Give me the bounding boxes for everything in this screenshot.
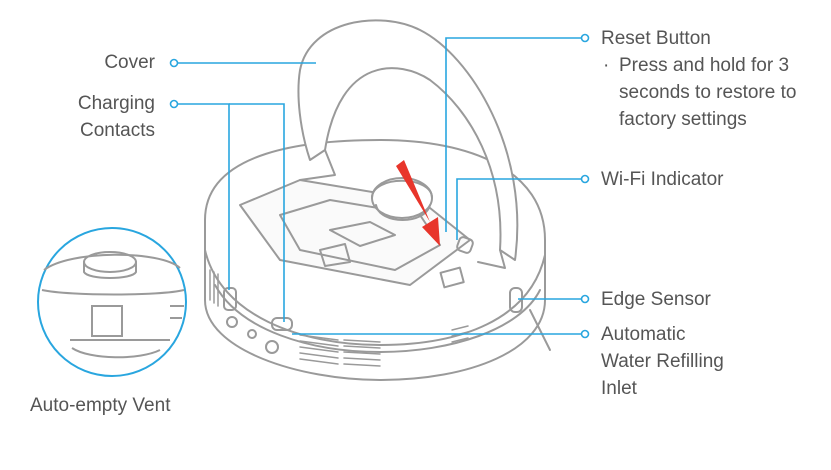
auto-empty-vent-label: Auto-empty Vent: [30, 395, 171, 416]
reset-button-label: Reset Button: [601, 28, 711, 49]
callout-lines: [169, 33, 590, 339]
wifi-indicator-label: Wi-Fi Indicator: [601, 169, 724, 190]
reset-note-line3: factory settings: [619, 109, 747, 130]
reset-arrow: [396, 160, 440, 246]
reset-note-bullet: ·: [603, 55, 610, 76]
cover-label: Cover: [104, 52, 155, 73]
water-inlet-label-line2: Water Refilling: [601, 351, 724, 372]
reset-note-line2: seconds to restore to: [619, 82, 797, 103]
auto-empty-inset: [37, 227, 187, 377]
water-inlet-label-line3: Inlet: [601, 378, 637, 399]
charging-contacts-label-line1: Charging: [77, 93, 155, 114]
water-inlet-label-line1: Automatic: [601, 324, 686, 345]
edge-sensor-label: Edge Sensor: [601, 289, 711, 310]
reset-note-line1: Press and hold for 3: [619, 55, 790, 76]
robot-body: [204, 19, 551, 381]
charging-contacts-label-line2: Contacts: [80, 120, 155, 141]
